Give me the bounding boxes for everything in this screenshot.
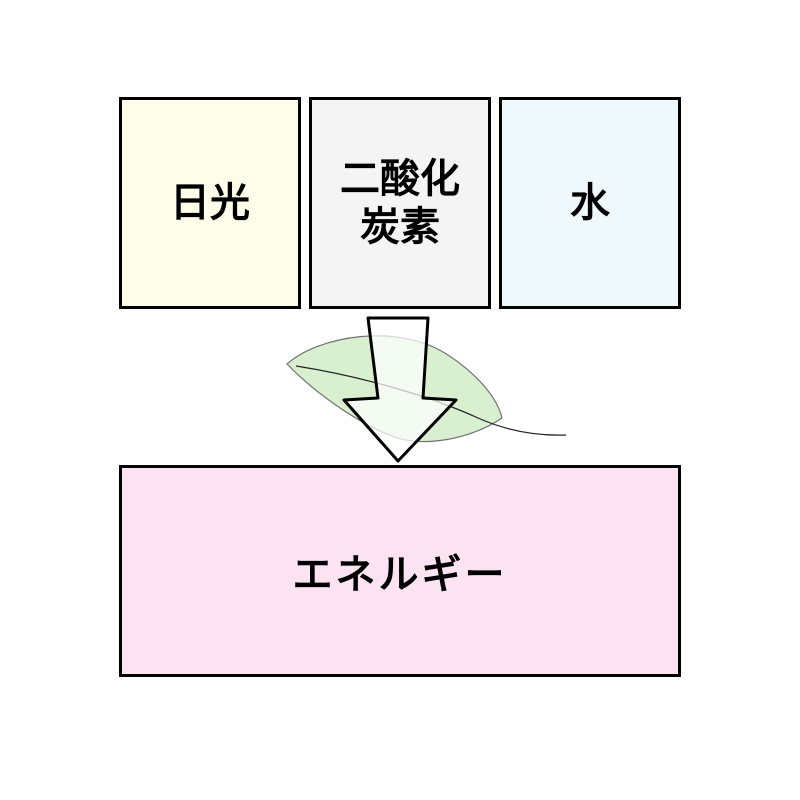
down-arrow-icon	[342, 316, 458, 463]
carbon-dioxide-box: 二酸化 炭素	[309, 97, 491, 309]
carbon-dioxide-label: 二酸化 炭素	[340, 156, 460, 250]
leaf-midrib-stem	[295, 365, 567, 436]
energy-label: エネルギー	[292, 552, 508, 598]
leaf-icon	[286, 335, 567, 443]
water-box: 水	[499, 97, 681, 309]
leaf-blade	[286, 335, 503, 443]
water-label: 水	[570, 180, 610, 226]
energy-box: エネルギー	[119, 465, 681, 677]
sunlight-box: 日光	[119, 97, 301, 309]
sunlight-label: 日光	[170, 180, 250, 226]
